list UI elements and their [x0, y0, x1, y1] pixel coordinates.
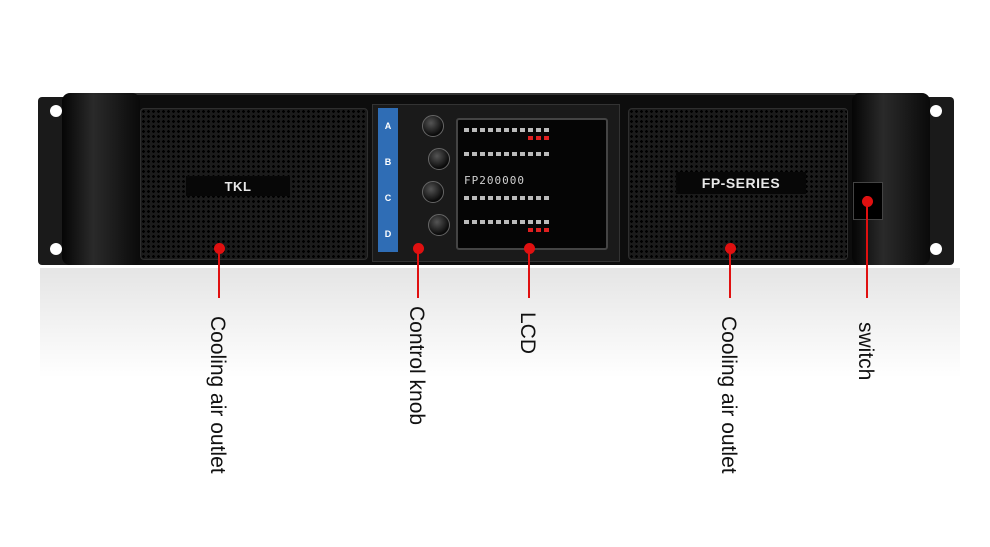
rack-hole — [930, 105, 942, 117]
channel-letter: B — [384, 157, 392, 167]
control-knob-b[interactable] — [428, 148, 450, 170]
rack-hole — [930, 243, 942, 255]
callout-label-lcd: LCD — [516, 312, 539, 355]
level-meter — [464, 220, 552, 224]
callout-dot — [413, 243, 424, 254]
callout-line — [528, 250, 530, 298]
handle-right — [852, 93, 930, 265]
callout-dot — [214, 243, 225, 254]
clip-meter — [528, 136, 552, 140]
lcd-model-text: FP200000 — [464, 174, 525, 187]
handle-left — [62, 93, 140, 265]
callout-dot — [524, 243, 535, 254]
rack-hole — [50, 243, 62, 255]
channel-letter: D — [384, 229, 392, 239]
level-meter — [464, 152, 552, 156]
control-knob-c[interactable] — [422, 181, 444, 203]
callout-label-switch: switch — [854, 322, 877, 381]
callout-label-cooling-right: Cooling air outlet — [717, 316, 740, 474]
callout-line — [417, 250, 419, 298]
callout-dot — [725, 243, 736, 254]
channel-letter: C — [384, 193, 392, 203]
rack-hole — [50, 105, 62, 117]
callout-line — [218, 250, 220, 298]
clip-meter — [528, 228, 552, 232]
callout-label-cooling-left: Cooling air outlet — [206, 316, 229, 474]
level-meter — [464, 196, 552, 200]
series-plate: FP-SERIES — [676, 172, 806, 194]
level-meter — [464, 128, 552, 132]
channel-strip: A B C D — [378, 108, 398, 252]
control-knob-a[interactable] — [422, 115, 444, 137]
callout-dot — [862, 196, 873, 207]
callout-line — [729, 250, 731, 298]
control-knob-d[interactable] — [428, 214, 450, 236]
callout-line — [866, 203, 868, 298]
callout-label-control-knob: Control knob — [405, 306, 428, 426]
channel-letter: A — [384, 121, 392, 131]
brand-plate: TKL — [186, 176, 290, 196]
floor-reflection — [40, 268, 960, 378]
